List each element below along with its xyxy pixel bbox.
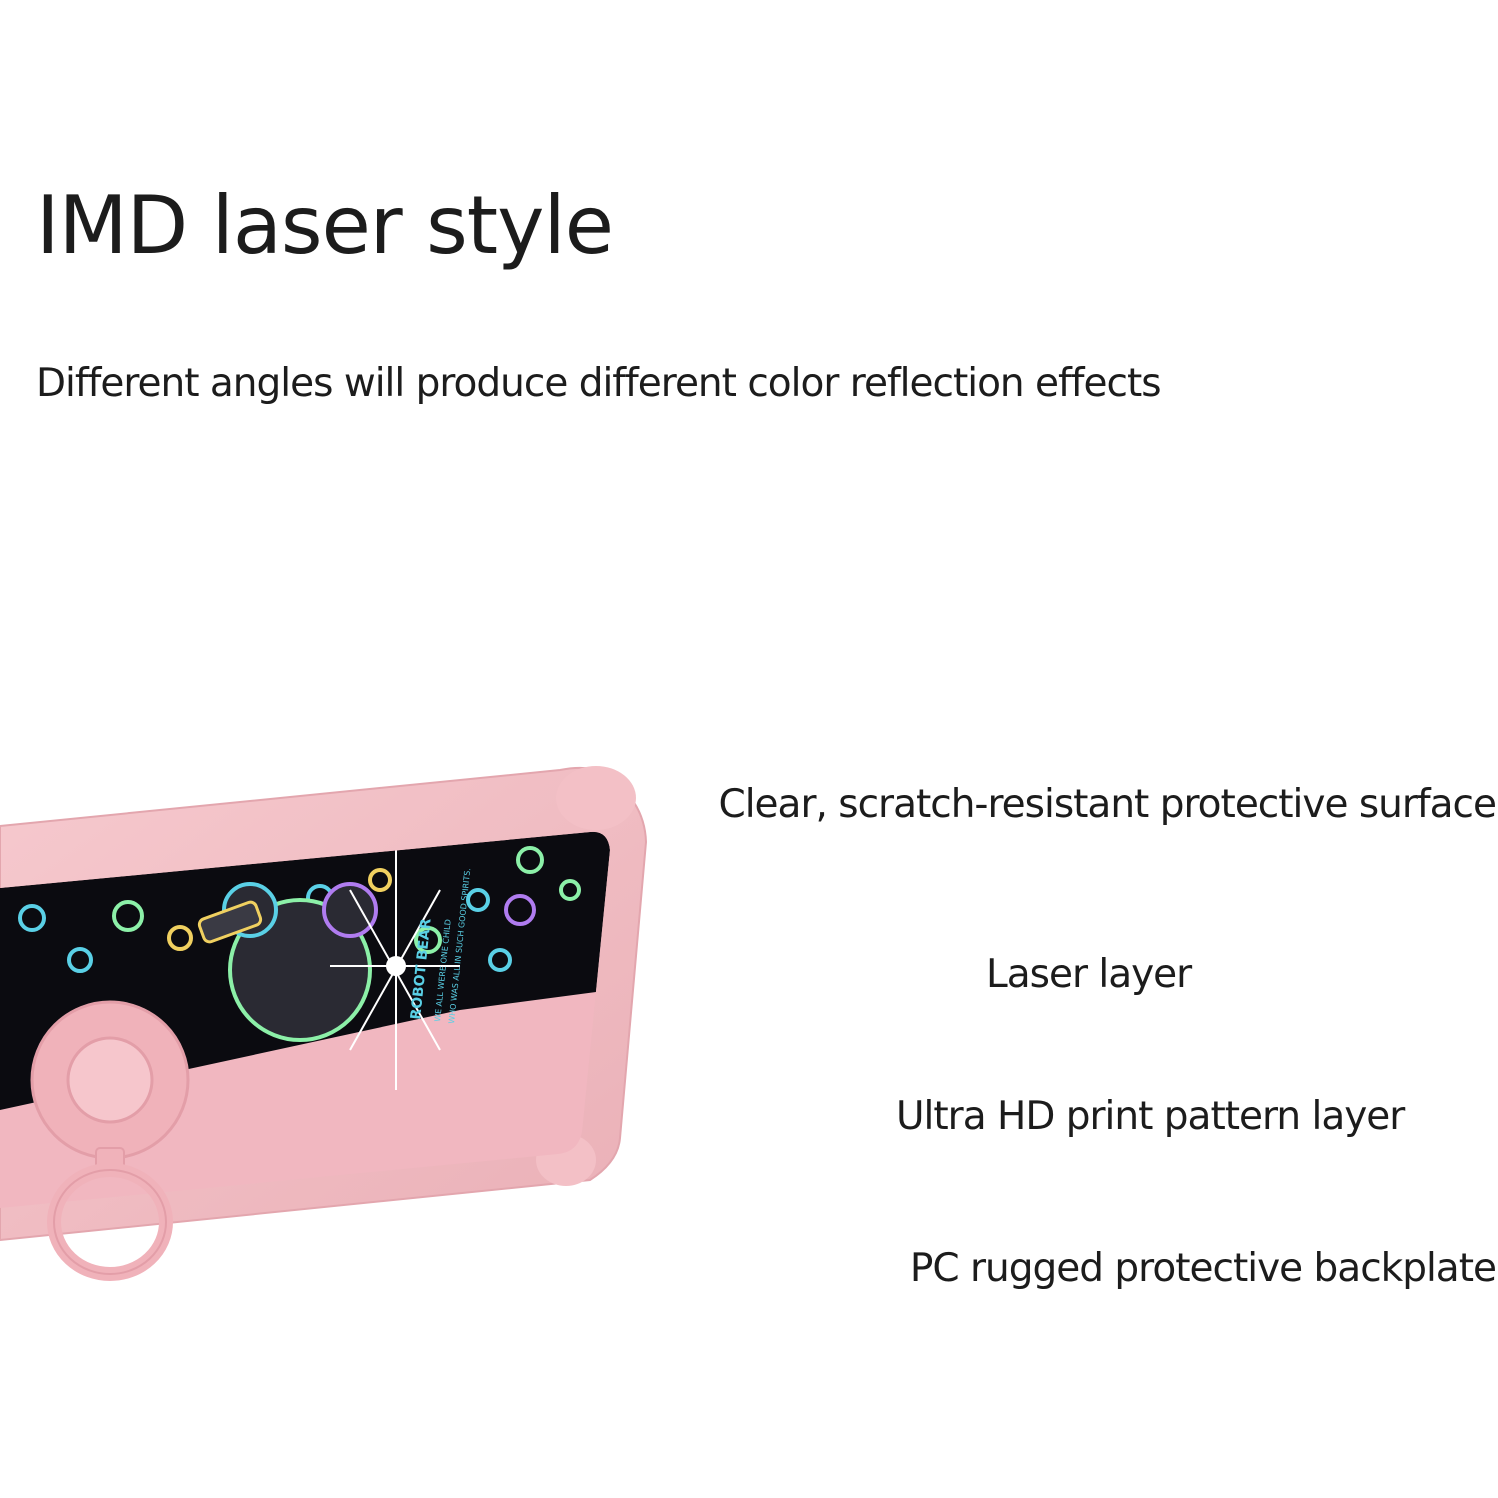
page-subtitle: Different angles will produce different … <box>36 361 1162 406</box>
phone-case-illustration: ROBOT BEAR WE ALL WERE ONE CHILD WHO WAS… <box>0 766 648 1281</box>
layer-label-print-pattern: Ultra HD print pattern layer <box>896 1094 1405 1139</box>
layer-label-laser-layer: Laser layer <box>986 952 1192 997</box>
layer-label-backplate: PC rugged protective backplate <box>909 1246 1497 1291</box>
ring-holder <box>30 1000 190 1281</box>
page-title: IMD laser style <box>36 179 614 272</box>
robot-bear-print <box>197 882 378 1042</box>
layer-label-protective-surface: Clear, scratch-resistant protective surf… <box>718 782 1497 827</box>
